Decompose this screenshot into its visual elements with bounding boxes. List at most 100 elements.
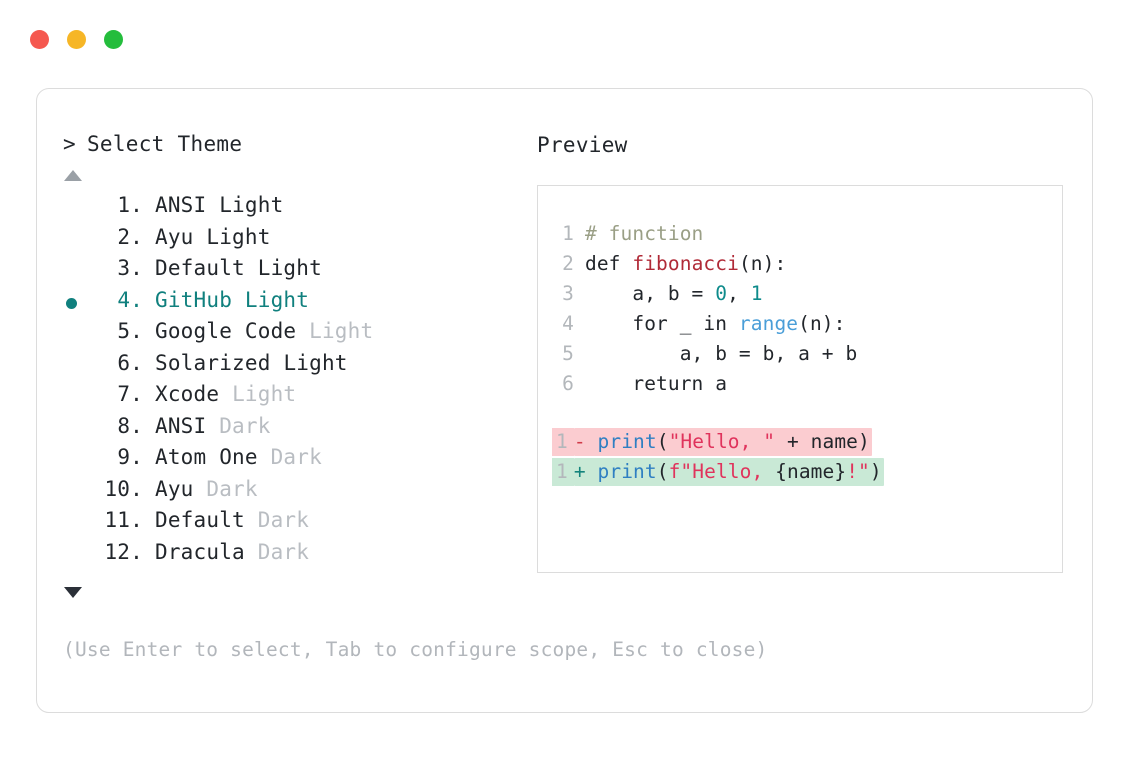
- code-token: (n):: [738, 252, 787, 275]
- theme-list-item[interactable]: 4.GitHub Light: [63, 288, 533, 320]
- theme-list-item[interactable]: 1.ANSI Light: [63, 193, 533, 225]
- bullet-placeholder: [63, 319, 93, 351]
- theme-item-name-text: Ayu: [155, 224, 194, 249]
- theme-item-name: Dracula Dark: [143, 540, 309, 564]
- theme-list-item[interactable]: 12.Dracula Dark: [63, 540, 533, 572]
- code-line-text: return a: [574, 372, 727, 395]
- code-token: def: [585, 252, 633, 275]
- theme-item-name: Solarized Light: [143, 351, 348, 375]
- code-token: range: [738, 312, 799, 335]
- theme-item-name-text: ANSI: [155, 193, 207, 218]
- theme-list-item[interactable]: 9.Atom One Dark: [63, 445, 533, 477]
- code-token: ,: [727, 282, 751, 305]
- code-line-text: def fibonacci(n):: [574, 252, 786, 275]
- bullet-placeholder: [63, 508, 93, 540]
- theme-item-index: 3.: [117, 256, 143, 281]
- theme-item-name: Atom One Dark: [143, 445, 322, 469]
- theme-item-variant: Light: [206, 224, 271, 249]
- diff-sign: +: [573, 460, 598, 483]
- close-button-dot[interactable]: [30, 30, 49, 49]
- line-number: 1: [556, 460, 568, 483]
- diff-line-add: 1+ print(f"Hello, {name}!"): [552, 458, 1062, 488]
- theme-item-space: [194, 477, 207, 501]
- theme-item-variant: Dark: [257, 508, 310, 533]
- theme-item-variant: Light: [283, 350, 348, 375]
- line-number: 4: [562, 312, 574, 335]
- triangle-down-icon[interactable]: [64, 587, 82, 599]
- code-line-text: # function: [574, 222, 703, 245]
- code-token: a, b =: [585, 282, 716, 305]
- theme-item-variant: Light: [244, 287, 310, 312]
- theme-item-name: Default Dark: [143, 508, 309, 532]
- bullet-placeholder: [63, 256, 93, 288]
- theme-list-item[interactable]: 11.Default Dark: [63, 508, 533, 540]
- theme-item-variant: Light: [257, 256, 322, 281]
- theme-item-name: Ayu Light: [143, 225, 271, 249]
- line-number: 3: [562, 282, 574, 305]
- theme-list-item[interactable]: 7.Xcode Light: [63, 382, 533, 414]
- theme-item-name: Ayu Dark: [143, 477, 258, 501]
- code-token: !": [846, 460, 870, 483]
- diff-line-number-cell: 1: [552, 428, 574, 456]
- theme-item-space: [271, 351, 284, 375]
- code-token: ): [858, 430, 870, 453]
- theme-item-variant: Dark: [257, 539, 310, 564]
- theme-item-variant: Light: [219, 193, 284, 218]
- bullet-placeholder: [63, 351, 93, 383]
- selection-dot: [66, 297, 77, 309]
- code-token: (: [656, 430, 669, 453]
- theme-item-name-text: ANSI: [155, 413, 207, 438]
- code-token: "Hello, ": [668, 430, 776, 453]
- theme-item-index: 11.: [104, 508, 143, 533]
- minimize-button-dot[interactable]: [67, 30, 86, 49]
- theme-item-name: Xcode Light: [143, 382, 296, 406]
- bullet-placeholder: [63, 382, 93, 414]
- theme-item-name-text: Google Code: [155, 319, 297, 344]
- theme-item-index: 4.: [117, 287, 143, 312]
- theme-list-item[interactable]: 8.ANSI Dark: [63, 414, 533, 446]
- prompt-header: > Select Theme: [63, 132, 533, 156]
- theme-list-item[interactable]: 6.Solarized Light: [63, 351, 533, 383]
- theme-item-name-text: GitHub: [155, 287, 233, 312]
- code-diff-lines: 1- print("Hello, " + name)1+ print(f"Hel…: [552, 428, 1062, 488]
- triangle-up-icon[interactable]: [64, 170, 82, 182]
- theme-item-index: 6.: [117, 350, 143, 375]
- theme-item-variant: Light: [309, 319, 374, 344]
- code-line: 5 a, b = b, a + b: [556, 342, 1062, 372]
- code-line: 4 for _ in range(n):: [556, 312, 1062, 342]
- theme-list-item[interactable]: 5.Google Code Light: [63, 319, 533, 351]
- theme-list-item[interactable]: 2.Ayu Light: [63, 225, 533, 257]
- theme-list-item[interactable]: 3. Default Light: [63, 256, 533, 288]
- theme-list-item[interactable]: 10.Ayu Dark: [63, 477, 533, 509]
- theme-item-name-text: Ayu: [155, 476, 194, 501]
- code-token: f"Hello,: [668, 460, 776, 483]
- code-token: # function: [585, 222, 704, 245]
- theme-item-name: GitHub Light: [143, 288, 309, 312]
- code-token: fibonacci: [632, 252, 739, 275]
- theme-item-index: 8.: [117, 413, 143, 438]
- theme-item-name-text: Solarized: [155, 350, 271, 375]
- theme-item-variant: Dark: [270, 445, 322, 470]
- code-line: 6 return a: [556, 372, 1062, 402]
- window-titlebar: [30, 30, 123, 49]
- code-line: 1# function: [556, 222, 1062, 252]
- keyboard-hint: (Use Enter to select, Tab to configure s…: [63, 638, 768, 661]
- theme-item-space: [296, 319, 309, 343]
- theme-item-index: 10.: [104, 476, 143, 501]
- maximize-button-dot[interactable]: [104, 30, 123, 49]
- theme-item-space: [232, 288, 245, 312]
- theme-item-index: 9.: [117, 445, 143, 470]
- preview-label: Preview: [537, 133, 628, 157]
- theme-item-name-text: Default: [155, 256, 245, 281]
- diff-line-content: - print("Hello, " + name): [573, 428, 872, 456]
- theme-item-variant: Dark: [206, 476, 258, 501]
- theme-item-space: [245, 508, 258, 532]
- selected-bullet-icon: [63, 288, 93, 320]
- code-token: ): [869, 460, 882, 483]
- line-number: 6: [562, 372, 574, 395]
- code-token: {name}: [775, 460, 847, 483]
- code-token: print: [597, 430, 657, 453]
